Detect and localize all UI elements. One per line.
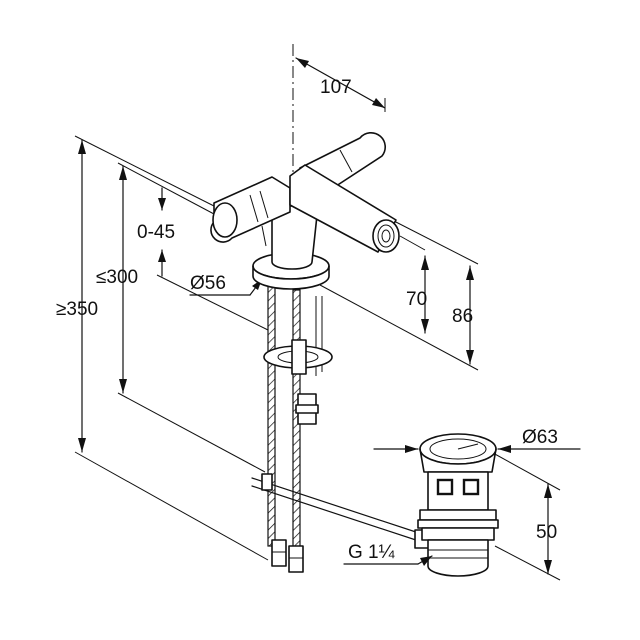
faucet-spout [210,132,400,253]
dim-107: 107 [295,57,386,112]
dim-63-label: Ø63 [522,427,558,448]
dim-thread-label: G 1¼ [348,542,396,563]
dim-70: 70 [406,255,429,334]
dim-70-label: 70 [406,289,427,310]
dim-300: ≤300 [96,165,138,394]
dim-86-label: 86 [452,306,473,327]
dim-50-label: 50 [536,522,557,543]
dim-56-label: Ø56 [190,273,226,294]
dim-86: 86 [452,265,474,365]
mounting-bracket [263,339,333,375]
dim-56: Ø56 [189,273,263,296]
popup-rod [251,473,430,549]
faucet-body [252,205,330,290]
dim-0-45-label: 0-45 [137,222,175,243]
dim-50: 50 [536,483,557,575]
extension-lines [74,135,561,581]
dim-350: ≥350 [56,139,98,453]
dim-350-label: ≥350 [56,299,98,320]
dim-thread: G 1¼ [343,542,433,566]
dim-300-label: ≤300 [96,267,138,288]
supply-hoses [267,283,323,573]
dim-107-label: 107 [320,77,352,98]
dim-0-45: 0-45 [137,187,175,277]
dim-63: Ø63 [373,427,581,453]
waste-valve [417,433,499,577]
